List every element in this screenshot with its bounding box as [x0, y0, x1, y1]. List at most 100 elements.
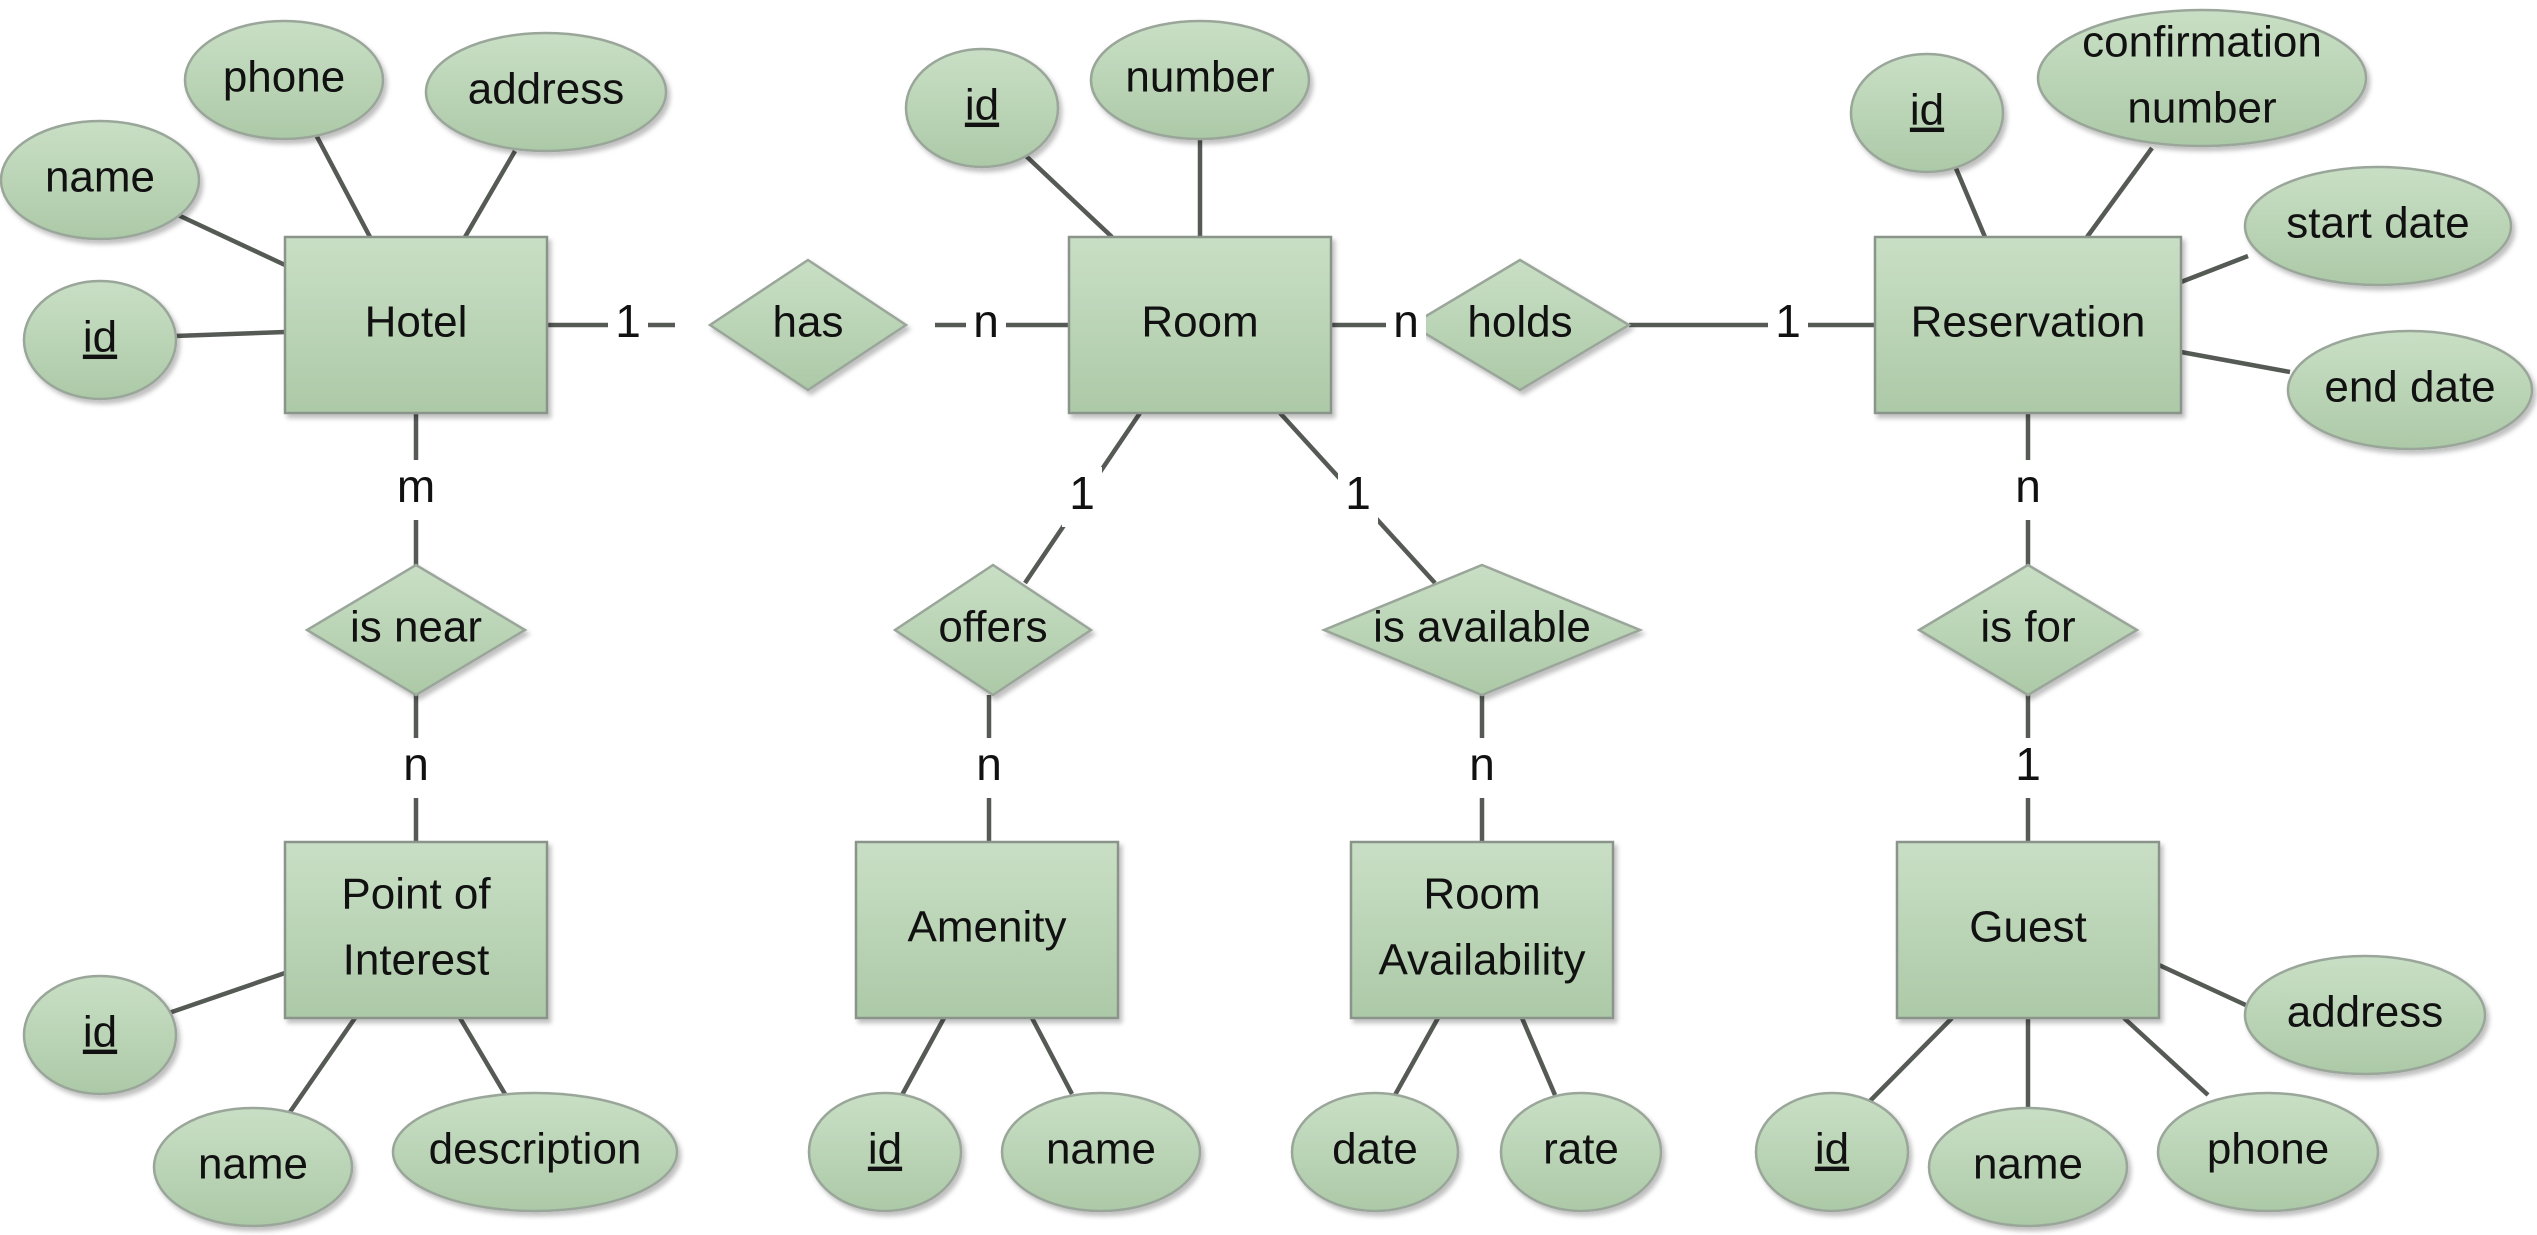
cardinality-offers-amenity: n [969, 738, 1009, 798]
entity-reservation[interactable]: Reservation [1873, 235, 2183, 415]
attribute-hotel-phone[interactable]: phone [183, 19, 385, 141]
attribute-room-id[interactable]: id [904, 47, 1060, 169]
entity-label: Guest [1969, 903, 2086, 952]
attribute-oval [2243, 165, 2513, 287]
attribute-hotel-id[interactable]: id [22, 279, 178, 401]
entity-label: Availability [1378, 936, 1585, 985]
attribute-guest-address[interactable]: address [2243, 954, 2487, 1076]
attribute-amenity-name[interactable]: name [1000, 1091, 1202, 1213]
entity-room[interactable]: Room [1067, 235, 1333, 415]
entity-hotel[interactable]: Hotel [283, 235, 549, 415]
connector-line [1023, 153, 1114, 239]
attribute-label: name [1973, 1140, 2083, 1189]
cardinality-hotel-isnear: m [396, 460, 436, 520]
cardinality-gap [1768, 295, 1808, 355]
entity-box [1349, 840, 1615, 1020]
cardinality-label: n [976, 738, 1002, 790]
connector-line [1952, 165, 1988, 238]
entity-label: Room [1141, 298, 1258, 347]
connector-lines [165, 131, 2291, 1114]
cardinality-room-offers: 1 [1062, 467, 1102, 527]
cardinality-label: 1 [2015, 738, 2041, 790]
connector-line [174, 329, 286, 339]
attribute-res-end[interactable]: end date [2286, 329, 2534, 451]
attribute-room-number[interactable]: number [1089, 19, 1311, 141]
relationship-offers[interactable]: offers [892, 563, 1094, 697]
entity-box [1895, 840, 2161, 1020]
attribute-poi-id[interactable]: id [22, 974, 178, 1096]
cardinality-label: n [973, 295, 999, 347]
key-attribute-label: id [868, 1125, 902, 1174]
relationship-diamond [1916, 563, 2140, 697]
relationship-label: is for [1980, 603, 2075, 652]
attribute-label: date [1332, 1125, 1418, 1174]
attribute-res-id[interactable]: id [1849, 52, 2005, 174]
attribute-guest-name[interactable]: name [1927, 1106, 2129, 1228]
attribute-poi-name[interactable]: name [152, 1106, 354, 1228]
attribute-poi-description[interactable]: description [391, 1091, 679, 1213]
connector-line [463, 149, 517, 239]
attribute-guest-id[interactable]: id [1754, 1091, 1910, 1213]
cardinality-isnear-poi: n [396, 738, 436, 798]
attribute-label: name [198, 1140, 308, 1189]
attribute-hotel-name[interactable]: name [0, 119, 201, 241]
attribute-guest-phone[interactable]: phone [2156, 1091, 2380, 1213]
cardinality-holds-reservation: 1 [1768, 295, 1808, 355]
attribute-oval [2036, 8, 2368, 148]
relationship-has[interactable]: has [707, 258, 909, 392]
cardinality-gap [396, 738, 436, 798]
cardinality-gap [2008, 460, 2048, 520]
connector-line [2180, 253, 2249, 285]
connector-line [1393, 1016, 1440, 1097]
connector-line [313, 131, 372, 239]
connector-line [177, 212, 286, 268]
cardinality-label: 1 [615, 295, 641, 347]
entity-label: Interest [343, 936, 490, 985]
relationship-holds[interactable]: holds [1408, 258, 1632, 392]
cardinality-label: m [397, 460, 435, 512]
attribute-res-start[interactable]: start date [2243, 165, 2513, 287]
relationship-is-near[interactable]: is near [304, 563, 528, 697]
attribute-oval [807, 1091, 963, 1213]
relationship-diamond [707, 258, 909, 392]
cardinality-gap [396, 460, 436, 520]
cardinality-gap [608, 295, 648, 355]
cardinality-label: n [403, 738, 429, 790]
cardinality-label: n [1469, 738, 1495, 790]
attribute-oval [0, 119, 201, 241]
cardinality-gap [1462, 738, 1502, 798]
connector-line [165, 970, 286, 1017]
relationship-is-for[interactable]: is for [1916, 563, 2140, 697]
relationship-is-available[interactable]: is available [1320, 563, 1644, 697]
attribute-oval [2243, 954, 2487, 1076]
entity-amenity[interactable]: Amenity [854, 840, 1120, 1020]
cardinality-gap [1386, 295, 1426, 355]
connector-line [900, 1016, 946, 1097]
entity-guest[interactable]: Guest [1895, 840, 2161, 1020]
attribute-oval [2156, 1091, 2380, 1213]
connector-line [288, 1016, 357, 1114]
cardinality-label: 1 [1069, 467, 1095, 519]
cardinality-gap [1062, 467, 1102, 527]
attribute-oval [904, 47, 1060, 169]
attribute-oval [1927, 1106, 2129, 1228]
entity-box [1067, 235, 1333, 415]
attribute-hotel-address[interactable]: address [424, 31, 668, 153]
attribute-oval [152, 1106, 354, 1228]
cardinality-label: n [2015, 460, 2041, 512]
relationship-diamond [892, 563, 1094, 697]
attribute-label: number [2127, 84, 2276, 133]
entity-label: Hotel [365, 298, 468, 347]
attribute-ra-date[interactable]: date [1290, 1091, 1460, 1213]
relationship-label: offers [938, 603, 1047, 652]
attribute-oval [1089, 19, 1311, 141]
attribute-amenity-id[interactable]: id [807, 1091, 963, 1213]
attribute-label: name [45, 153, 155, 202]
attribute-ra-rate[interactable]: rate [1499, 1091, 1663, 1213]
connector-line [2085, 146, 2154, 239]
